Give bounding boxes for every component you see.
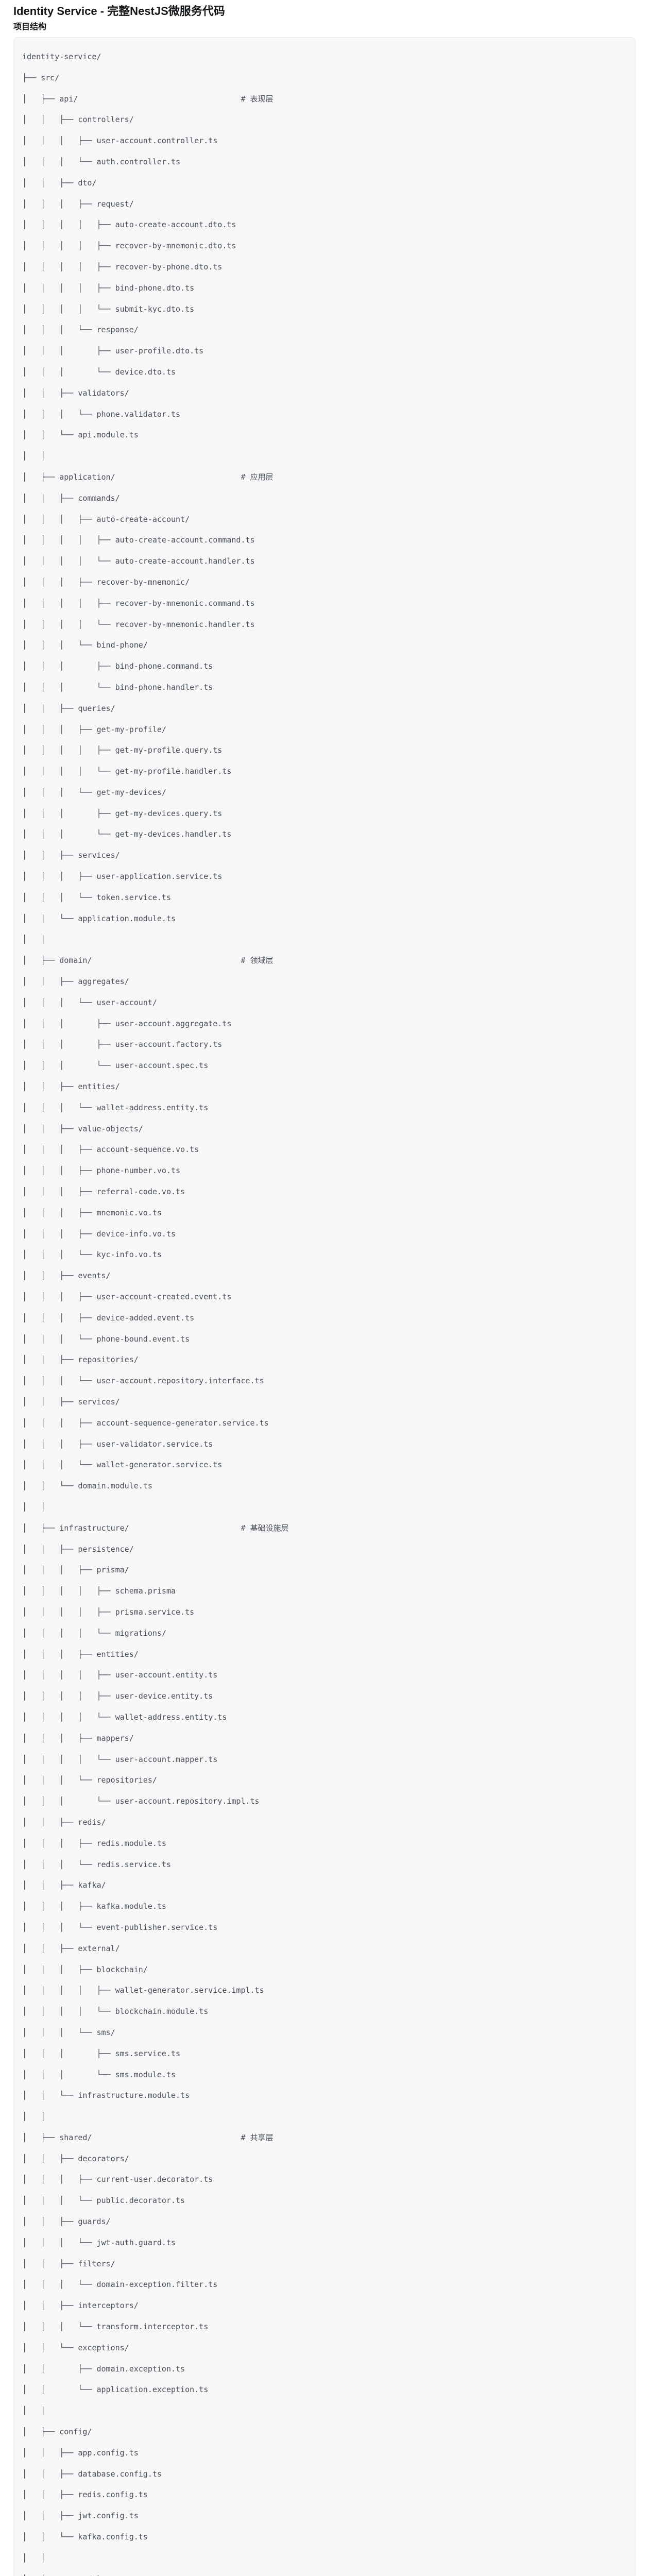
code-block: identity-service/ ├── src/ │ ├── api/ # … — [13, 37, 636, 2576]
file-tree-code: identity-service/ ├── src/ │ ├── api/ # … — [22, 52, 289, 2576]
page-title: Identity Service - 完整NestJS微服务代码 — [13, 5, 225, 18]
section-heading: 项目结构 — [13, 23, 47, 31]
